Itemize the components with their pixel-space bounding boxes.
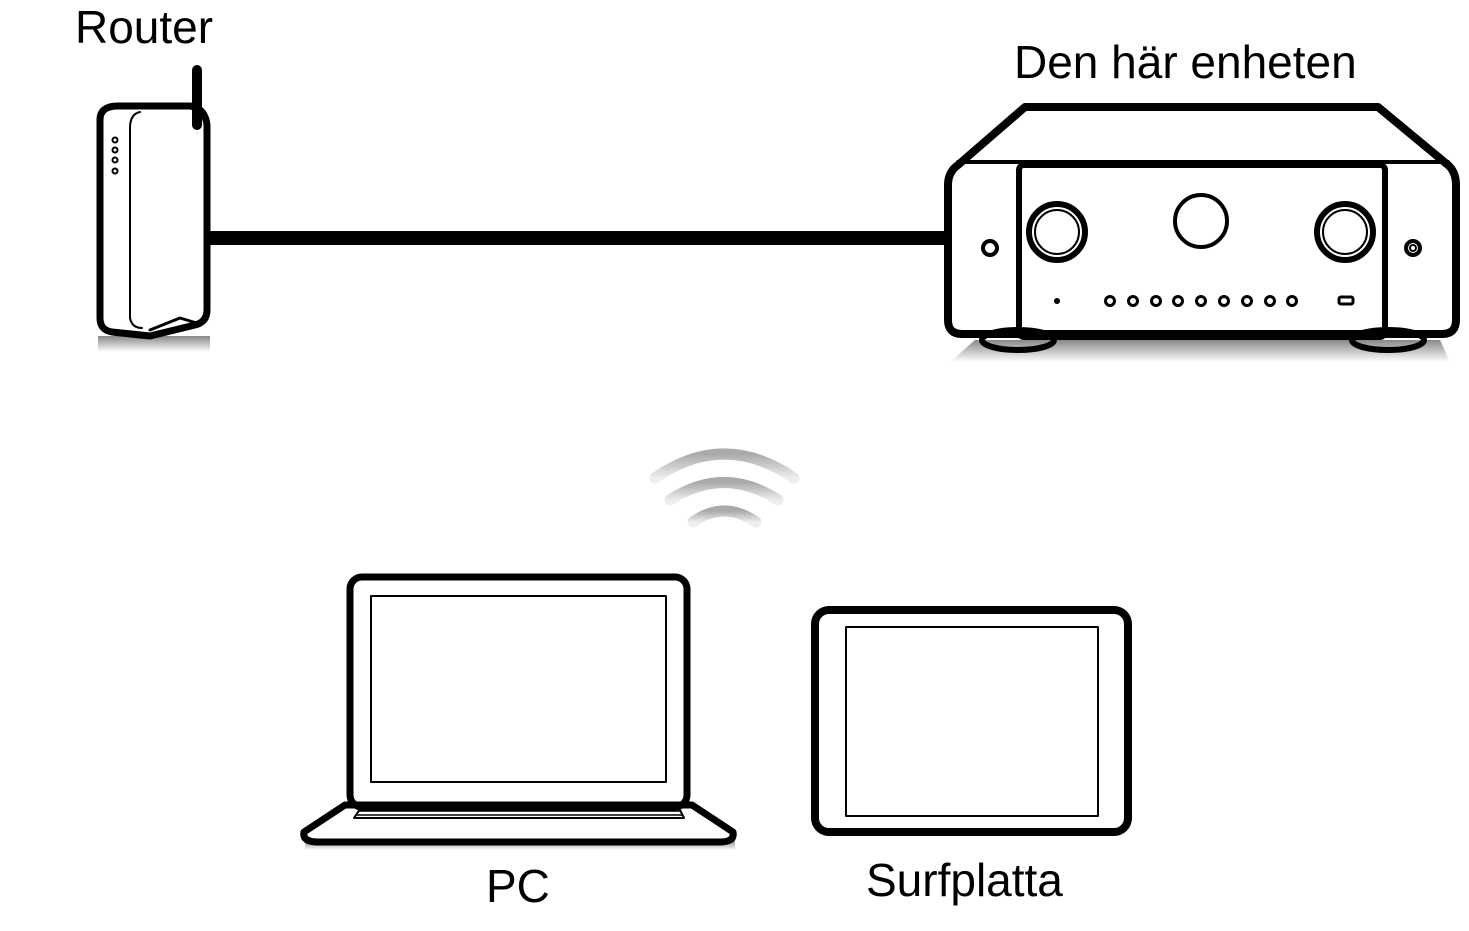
tablet-icon bbox=[811, 606, 1132, 836]
router-icon bbox=[96, 65, 211, 352]
tablet-label: Surfplatta bbox=[866, 854, 1063, 906]
laptop-icon bbox=[300, 573, 737, 850]
pc-label: PC bbox=[486, 860, 550, 912]
router-label: Router bbox=[75, 1, 213, 53]
this-unit-label: Den här enheten bbox=[1014, 36, 1357, 88]
wifi-signal-icon bbox=[649, 448, 800, 528]
av-receiver-icon bbox=[944, 103, 1460, 362]
